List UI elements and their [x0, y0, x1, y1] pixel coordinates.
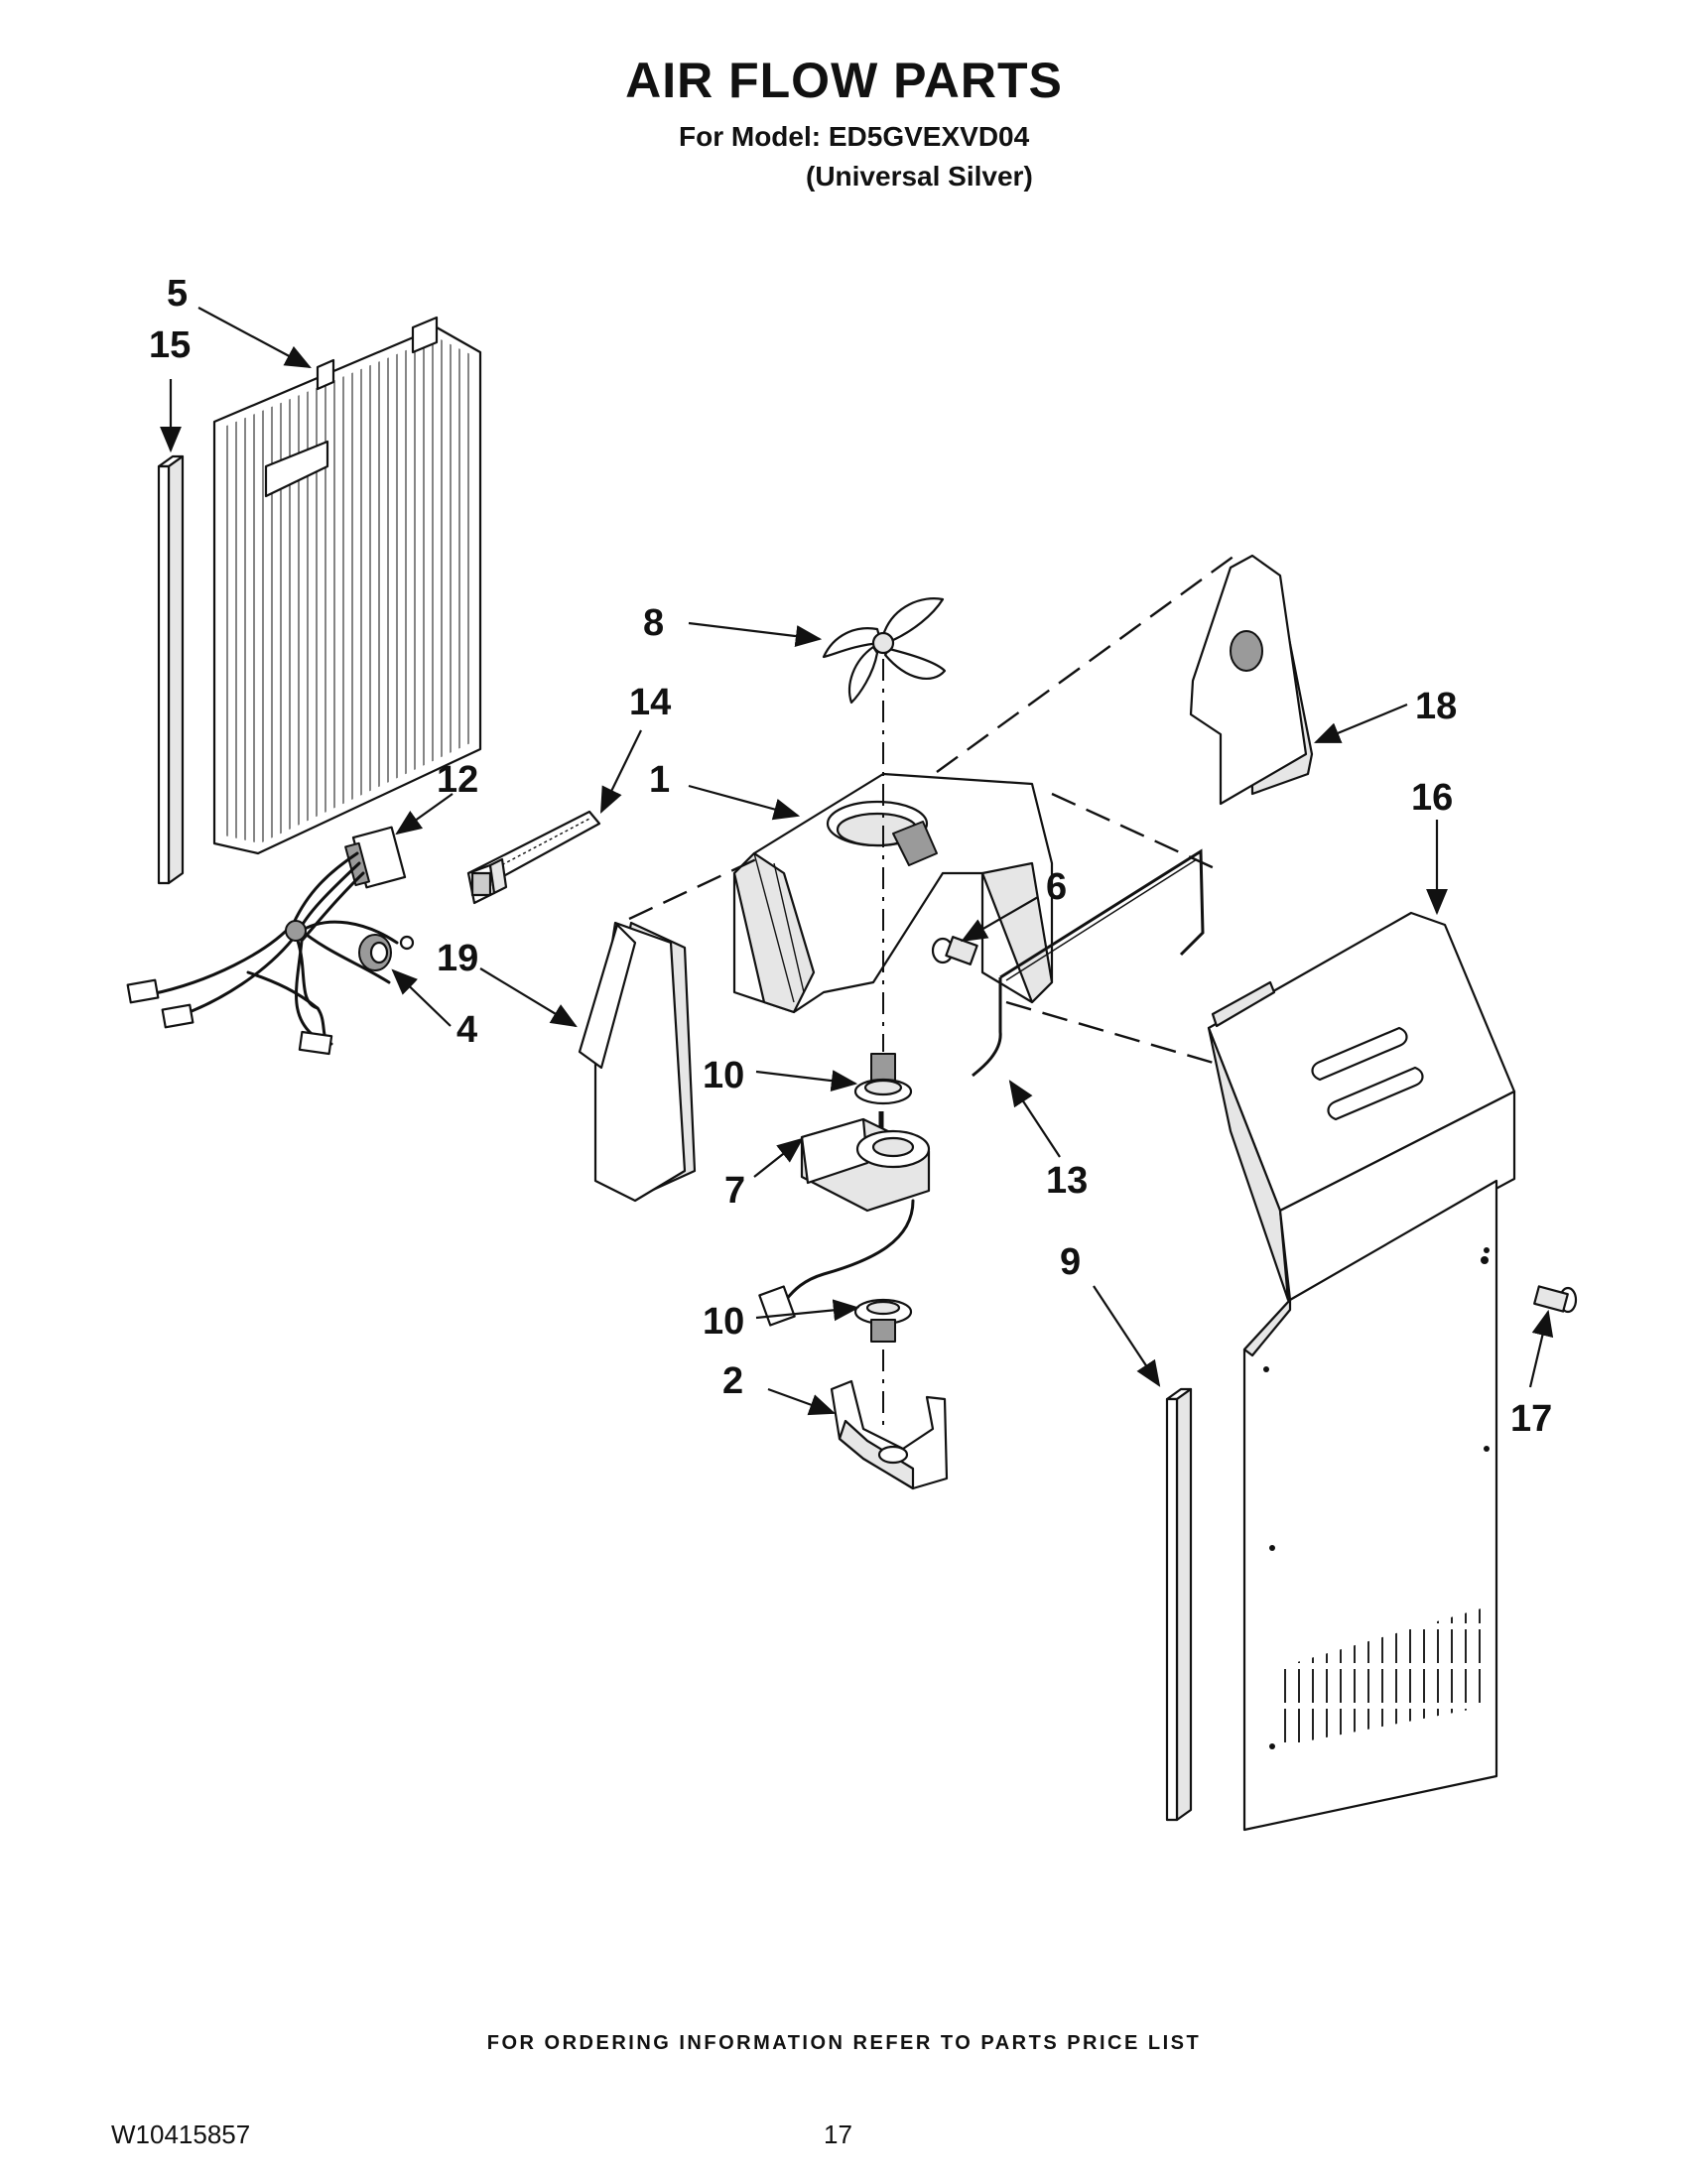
model-color: (Universal Silver) [806, 161, 1033, 192]
part-18-duct-panel [1189, 554, 1314, 806]
document-number: W10415857 [111, 2120, 251, 2149]
callout-17: 17 [1510, 1398, 1552, 1440]
part-10-motor-mount-lower [853, 1298, 913, 1343]
assembly-lines [628, 555, 1235, 1429]
page-number: 17 [824, 2120, 852, 2149]
callout-10-upper: 10 [703, 1055, 744, 1096]
part-16-lower-panel [1242, 1179, 1498, 1832]
callout-16: 16 [1411, 777, 1453, 819]
part-9-foam-strip [1165, 1387, 1193, 1822]
callout-2: 2 [722, 1360, 743, 1402]
page-title: AIR FLOW PARTS [625, 53, 1063, 108]
callout-8: 8 [643, 602, 664, 644]
leader-lines [160, 307, 1554, 1416]
callout-15: 15 [149, 324, 191, 366]
callout-13: 13 [1046, 1160, 1088, 1202]
part-17-screw [1481, 1256, 1578, 1314]
callout-14: 14 [629, 682, 671, 723]
part-14-cable-tie [466, 810, 601, 905]
part-5-evaporator-cover [212, 316, 482, 855]
callout-7: 7 [724, 1170, 745, 1212]
part-19-duct-panel [578, 921, 697, 1203]
part-8-fan-blade [822, 597, 947, 705]
part-4-grommet [358, 934, 392, 971]
callout-12: 12 [437, 759, 478, 801]
callout-1: 1 [649, 759, 670, 801]
part-16-air-duct-cover [1207, 911, 1516, 1302]
callout-10-lower: 10 [703, 1301, 744, 1343]
callout-18: 18 [1415, 686, 1457, 727]
callout-9: 9 [1060, 1241, 1081, 1283]
part-7-fan-motor [758, 1111, 931, 1327]
part-13-wire-frame [972, 848, 1205, 1078]
part-15-foam-strip [157, 454, 185, 885]
ordering-note: FOR ORDERING INFORMATION REFER TO PARTS … [486, 2032, 1202, 2054]
callout-5: 5 [167, 273, 188, 315]
callout-labels: 5 15 8 14 1 12 6 19 4 10 13 7 9 10 2 18 … [149, 273, 1552, 1440]
callout-6: 6 [1046, 866, 1067, 908]
callout-19: 19 [437, 938, 478, 979]
part-6-screw [931, 936, 978, 965]
part-10-motor-mount-upper [853, 1053, 913, 1105]
part-12-wire-harness [126, 826, 415, 1056]
part-2-motor-bracket [830, 1379, 949, 1490]
model-number: For Model: ED5GVEXVD04 [679, 121, 1030, 152]
callout-4: 4 [456, 1009, 477, 1051]
